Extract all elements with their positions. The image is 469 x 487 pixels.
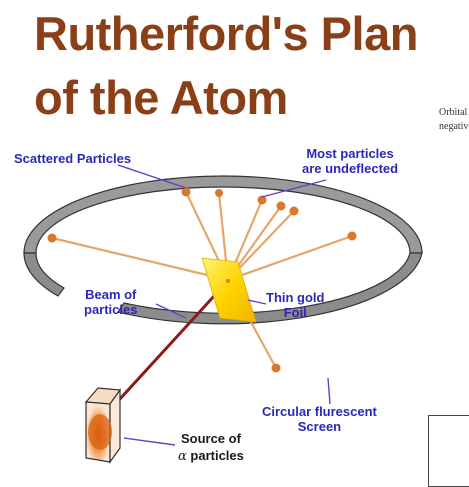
- nucleus-point: [226, 279, 230, 283]
- label-foil-line-2: Foil: [283, 305, 307, 320]
- label-source-particles: particles: [190, 448, 244, 463]
- label-source-line-2: α particles: [178, 447, 244, 465]
- impact-dot: [276, 201, 286, 211]
- side-note-line-2: negative: [439, 121, 469, 132]
- label-beam-of-particles: Beam of particles: [84, 287, 137, 317]
- impact-dot: [347, 231, 357, 241]
- label-foil-line-1: Thin gold: [266, 290, 325, 305]
- leader-lines: [117, 164, 331, 446]
- label-most-undeflected: Most particles are undeflected: [302, 146, 398, 176]
- particle-rays: [51, 191, 353, 369]
- label-source-of-alpha: Source of α particles: [178, 430, 244, 465]
- side-note-line-1: Orbital: [439, 107, 468, 118]
- leader-scattered: [117, 164, 187, 189]
- title-line-2: of the Atom: [34, 71, 288, 124]
- screen-ring: [23, 175, 423, 325]
- label-thin-gold-foil: Thin gold Foil: [266, 290, 324, 320]
- title-line-1: Rutherford's Plan: [34, 7, 418, 60]
- leader-screen: [327, 377, 331, 405]
- alpha-symbol: α: [178, 449, 187, 464]
- ray: [227, 234, 353, 282]
- label-beam-line-1: Beam of: [85, 287, 137, 302]
- impact-dot: [257, 195, 267, 205]
- impact-dot: [181, 187, 191, 197]
- label-screen-line-2: Screen: [297, 419, 342, 434]
- leader-beam: [155, 303, 187, 319]
- impact-dot: [47, 233, 57, 243]
- label-beam-line-2: particles: [84, 302, 138, 317]
- label-screen-line-1: Circular flurescent: [262, 404, 377, 419]
- label-circular-screen: Circular flurescent Screen: [262, 404, 377, 434]
- impact-dots: [47, 187, 357, 373]
- label-undeflected-line-1: Most particles: [306, 146, 394, 161]
- impact-dot: [215, 189, 223, 197]
- impact-dot: [271, 363, 281, 373]
- leader-source: [123, 437, 176, 446]
- alpha-source-box: [84, 387, 122, 464]
- label-undeflected-line-2: are undeflected: [302, 161, 399, 176]
- rutherford-diagram: [23, 164, 423, 464]
- clipped-side-note: Orbital negative: [439, 106, 469, 134]
- clipped-box: [428, 415, 469, 487]
- leader-foil: [247, 299, 267, 305]
- label-scattered-particles: Scattered Particles: [14, 151, 132, 166]
- ray: [51, 236, 229, 282]
- label-source-line-1: Source of: [180, 431, 241, 446]
- source-glow: [88, 414, 112, 450]
- impact-dot: [289, 206, 299, 216]
- gold-foil: [201, 257, 257, 323]
- alpha-beam: [106, 281, 228, 414]
- leader-undeflected: [261, 179, 327, 198]
